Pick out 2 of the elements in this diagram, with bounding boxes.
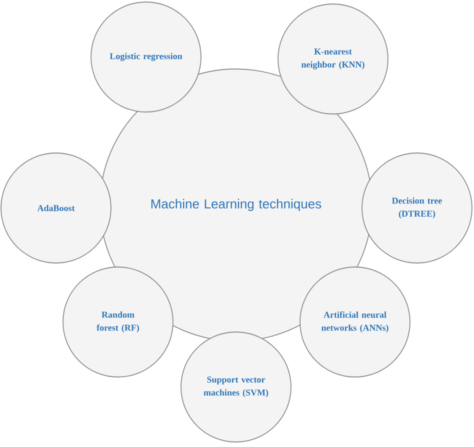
node-label: Decision tree (DTREE): [392, 197, 442, 219]
node-label: Support vector machines (SVM): [204, 376, 268, 398]
